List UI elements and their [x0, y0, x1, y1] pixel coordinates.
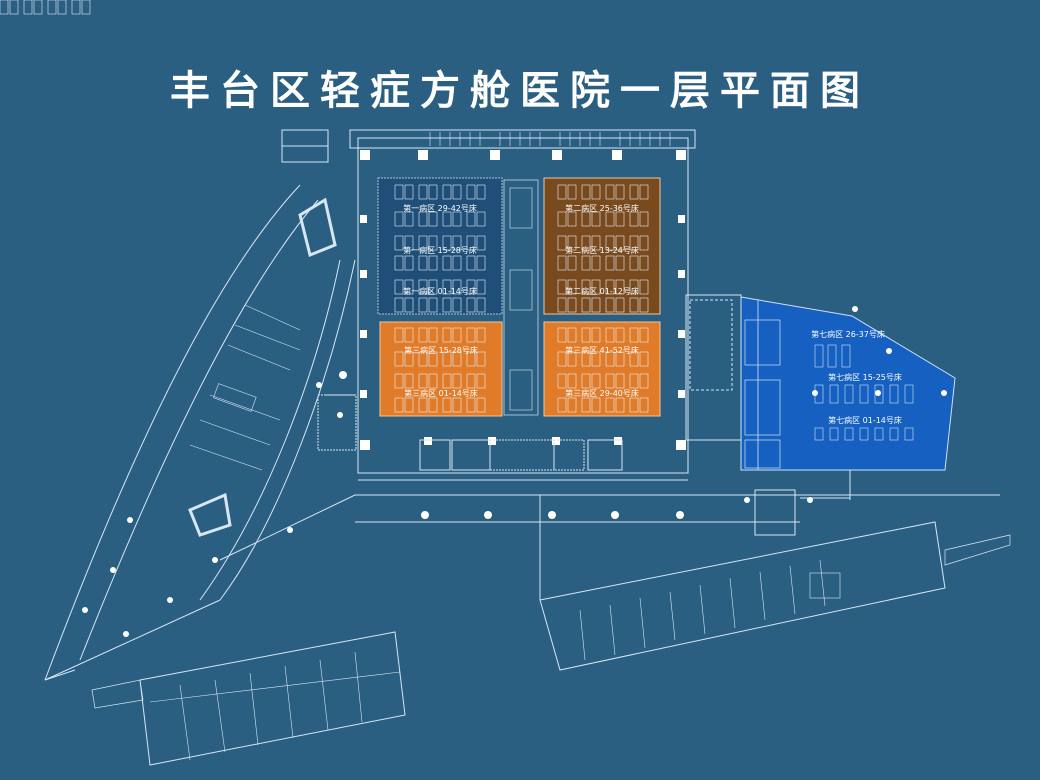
southwest-building: [91, 631, 406, 766]
page-title: 丰台区轻症方舱医院一层平面图: [170, 68, 870, 114]
ward-1-label-3: 第一病区 01-14号床: [403, 286, 477, 296]
ward-7-label-3: 第七病区 01-14号床: [828, 415, 902, 425]
ward-2-zone: [543, 177, 661, 315]
south-corridor: [219, 470, 1000, 600]
ward-7-label-2: 第七病区 15-25号床: [828, 372, 902, 382]
main-building: [349, 129, 696, 481]
ward-2-label-2: 第二病区 13-24号床: [565, 245, 639, 255]
ward-1-label-2: 第一病区 15-28号床: [403, 245, 477, 255]
ward-labels: 第一病区 29-42号床 第一病区 15-28号床 第一病区 01-14号床 第…: [403, 203, 902, 425]
ward-2-label-1: 第二病区 25-36号床: [565, 203, 639, 213]
bed-grid: [0, 0, 649, 413]
east-wing: [685, 294, 956, 471]
column-markers: [82, 306, 947, 637]
ward-3-right-label-1: 第三病区 41-52号床: [565, 345, 639, 355]
west-wing: [44, 184, 357, 681]
southeast-building: [539, 521, 1011, 671]
ward-3-left-label-1: 第三病区 15-28号床: [404, 345, 478, 355]
ward-3-left-label-2: 第三病区 01-14号床: [404, 388, 478, 398]
ward-3-left-zone: [379, 321, 503, 417]
ward-2-label-3: 第二病区 01-12号床: [565, 286, 639, 296]
ward-3-right-label-2: 第三病区 29-40号床: [565, 388, 639, 398]
top-left-rooms: [281, 129, 329, 163]
ward-3-right-zone: [543, 321, 661, 417]
ward-1-label-1: 第一病区 29-42号床: [403, 203, 477, 213]
ward-1-zone: [377, 177, 503, 315]
ward-7-label-1: 第七病区 26-37号床: [811, 329, 885, 339]
